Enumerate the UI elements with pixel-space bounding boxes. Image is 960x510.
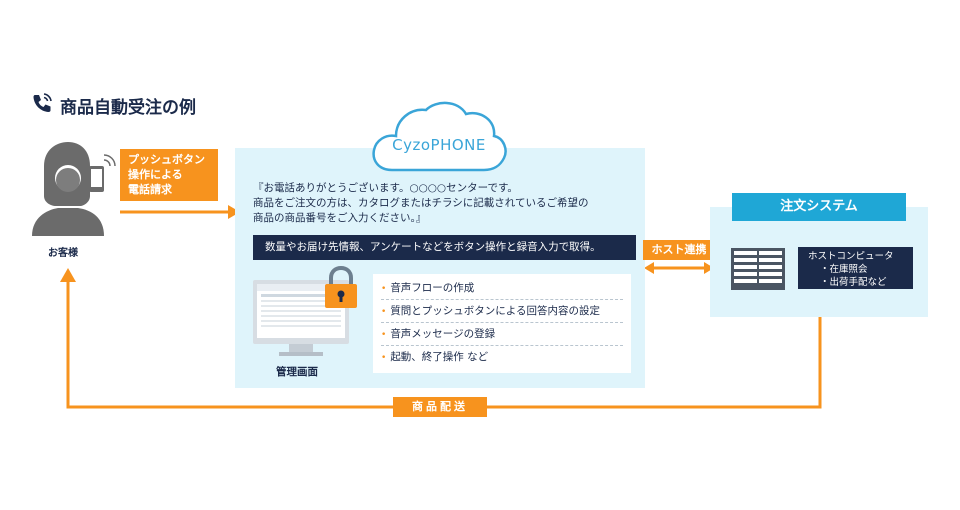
phone-icon — [33, 93, 52, 112]
voice-message-line: 『お電話ありがとうございます。○○○○センターです。 — [253, 182, 518, 194]
list-item: •音声フローの作成 — [381, 277, 623, 300]
bullet-icon: • — [381, 353, 387, 363]
admin-screen-label: 管理画面 — [276, 366, 318, 378]
shipping-arrow-head — [60, 268, 76, 282]
voice-message-line: 商品をご注文の方は、カタログまたはチラシに記載されているご希望の — [253, 197, 589, 209]
host-computer-box: ホストコンピュータ ・在庫照会 ・出荷手配など — [798, 247, 913, 289]
bullet-icon: • — [381, 330, 387, 340]
request-line: 電話請求 — [128, 183, 172, 196]
server-icon — [731, 248, 785, 290]
list-item: •音声メッセージの登録 — [381, 323, 623, 346]
host-computer-item: ・出荷手配など — [820, 277, 887, 288]
input-collection-bar: 数量やお届け先情報、アンケートなどをボタン操作と録音入力で取得。 — [253, 235, 636, 260]
customer-label: お客様 — [48, 248, 78, 259]
cloud-icon — [372, 101, 507, 172]
list-item: •起動、終了操作 など — [381, 346, 623, 368]
request-label: プッシュボタン 操作による 電話請求 — [120, 149, 218, 201]
shipping-label: 商品配送 — [393, 397, 487, 417]
feature-list: •音声フローの作成 •質問とプッシュボタンによる回答内容の設定 •音声メッセージ… — [373, 274, 631, 373]
smartphone-icon — [89, 154, 116, 192]
customer-face-shade — [56, 168, 80, 192]
order-system-title: 注文システム — [732, 193, 906, 221]
host-computer-title: ホストコンピュータ — [808, 251, 894, 262]
voice-message-line: 商品の商品番号をご入力ください。』 — [253, 212, 427, 224]
cloud-label: CyzoPHONE — [392, 136, 486, 154]
list-item: •質問とプッシュボタンによる回答内容の設定 — [381, 300, 623, 323]
list-item-label: 起動、終了操作 など — [390, 351, 489, 363]
voice-message: 『お電話ありがとうございます。○○○○センターです。 商品をご注文の方は、カタロ… — [253, 181, 638, 226]
request-line: 操作による — [128, 168, 183, 181]
list-item-label: 質問とプッシュボタンによる回答内容の設定 — [390, 305, 600, 317]
list-item-label: 音声メッセージの登録 — [390, 328, 496, 340]
list-item-label: 音声フローの作成 — [390, 282, 475, 294]
lock-icon — [325, 266, 357, 308]
host-link-label: ホスト連携 — [643, 240, 715, 260]
bullet-icon: • — [381, 307, 387, 317]
page-title: 商品自動受注の例 — [60, 98, 196, 118]
request-arrow-head — [228, 205, 240, 219]
request-line: プッシュボタン — [128, 153, 205, 166]
host-computer-item: ・在庫照会 — [820, 264, 868, 275]
bullet-icon: • — [381, 284, 387, 294]
host-link-arrow — [644, 262, 714, 274]
